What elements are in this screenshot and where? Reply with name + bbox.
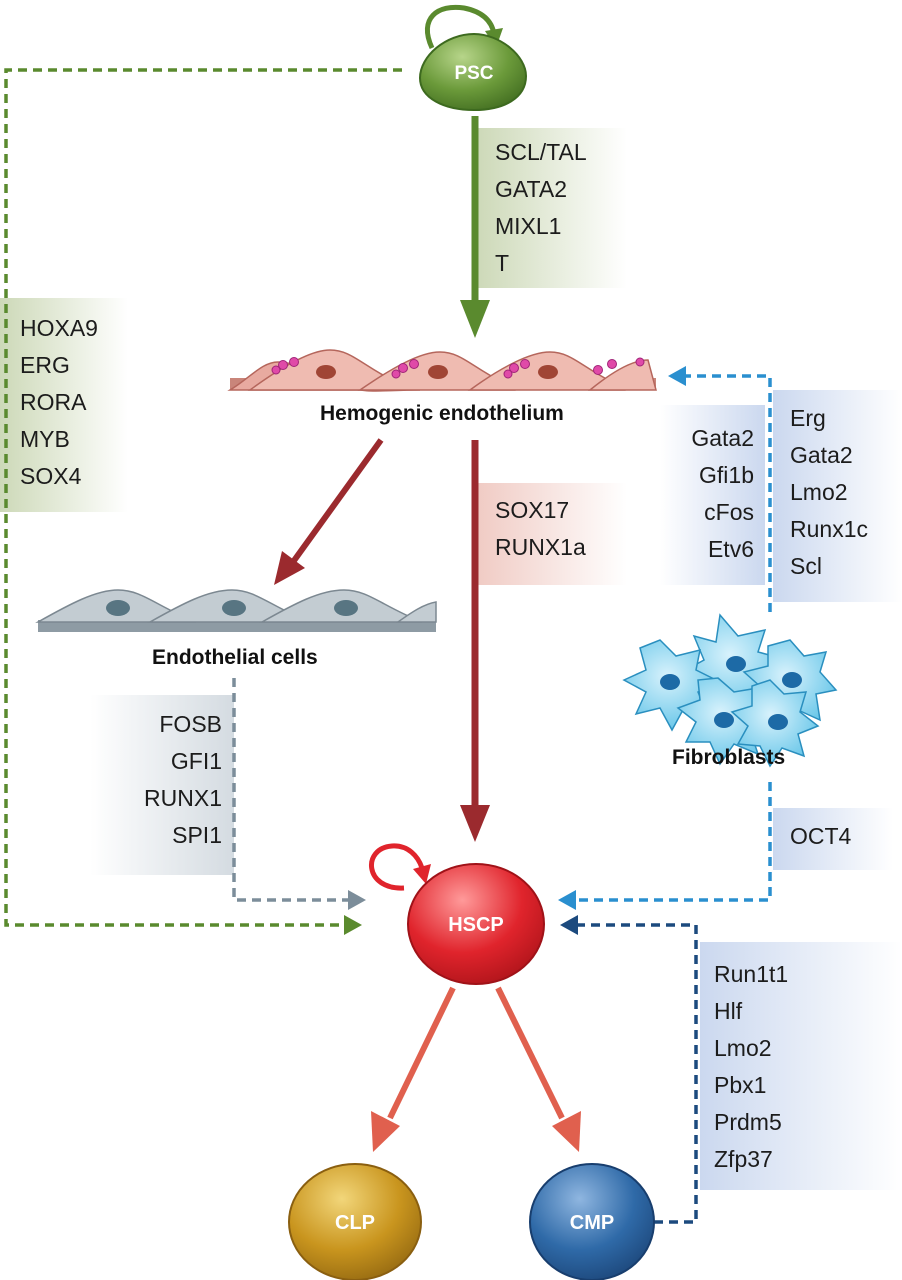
arrow-hscp-to-clp	[371, 986, 456, 1152]
hscp-label: HSCP	[448, 914, 504, 936]
hscp-cell: HSCP	[407, 863, 545, 985]
factor: Scl	[790, 553, 822, 579]
factors-fibroblast-to-hscp: OCT4	[790, 818, 851, 855]
factor-box-bg-green-left	[0, 298, 128, 512]
factors-psc-to-hemogenic: SCL/TAL GATA2 MIXL1 T	[495, 134, 587, 282]
hemogenic-endothelium-label: Hemogenic endothelium	[320, 402, 564, 425]
psc-label: PSC	[454, 63, 493, 84]
factor: Gata2	[691, 425, 754, 451]
factor: Gata2	[790, 442, 853, 468]
arrow-psc-to-hemogenic	[460, 116, 490, 338]
factor: GATA2	[495, 176, 567, 202]
factors-endothelial-to-hscp: FOSB GFI1 RUNX1 SPI1	[90, 706, 222, 854]
factor: SOX4	[20, 463, 82, 489]
factor: OCT4	[790, 823, 852, 849]
psc-cell: PSC	[418, 32, 528, 112]
fibroblasts-label: Fibroblasts	[672, 746, 786, 769]
endothelial-cells-label: Endothelial cells	[152, 646, 318, 669]
cmp-cell: CMP	[529, 1163, 655, 1280]
hscp-self-renewal-arrow	[369, 843, 431, 891]
factor-box-bg-green-top	[477, 128, 627, 288]
arrow-endothelial-to-hscp	[232, 678, 366, 910]
clp-label: CLP	[335, 1212, 375, 1234]
factor-box-bg-grey	[90, 695, 234, 875]
arrow-hemogenic-to-endothelial	[274, 438, 384, 585]
factor: SCL/TAL	[495, 139, 587, 165]
arrow-psc-to-hscp	[4, 68, 402, 935]
endothelial-cells-sheet	[35, 589, 437, 632]
clp-cell: CLP	[288, 1163, 422, 1280]
arrow-cmp-to-hscp	[560, 915, 698, 1224]
arrow-hscp-to-cmp	[495, 986, 581, 1152]
factor-box-bg-red	[477, 483, 627, 585]
factors-cmp-to-hscp: Run1t1 Hlf Lmo2 Pbx1 Prdm5 Zfp37	[714, 956, 788, 1178]
factors-fibroblast-to-hemogenic-a: Gata2 Gfi1b cFos Etv6	[660, 420, 754, 568]
factor: Lmo2	[790, 479, 848, 505]
factors-fibroblast-to-hemogenic-b: Erg Gata2 Lmo2 Runx1c Scl	[790, 400, 868, 585]
factor: Lmo2	[714, 1035, 772, 1061]
factor: Gfi1b	[699, 462, 754, 488]
factor: ERG	[20, 352, 70, 378]
arrow-fibroblasts-to-hemogenic	[668, 366, 772, 612]
factors-hemogenic-to-hscp: SOX17 RUNX1a	[495, 492, 586, 566]
factor: MYB	[20, 426, 70, 452]
arrow-hemogenic-to-hscp	[460, 440, 490, 842]
factor: RORA	[20, 389, 87, 415]
cmp-label: CMP	[570, 1212, 614, 1234]
factor: RUNX1a	[495, 534, 586, 560]
factor: Etv6	[707, 536, 754, 562]
factor: Runx1c	[790, 516, 868, 542]
arrow-fibroblasts-to-hscp	[558, 782, 772, 910]
factor: Run1t1	[714, 961, 789, 987]
factor: FOSB	[159, 711, 222, 737]
factor-box-bg-navy	[700, 942, 902, 1190]
factor: SPI1	[172, 822, 222, 848]
factor: cFos	[704, 499, 754, 525]
factor: GFI1	[170, 748, 222, 774]
factor-box-bg-blue-b	[773, 390, 902, 602]
hemogenic-endothelium-cells	[227, 349, 657, 392]
factor: Hlf	[714, 998, 743, 1024]
factor: Pbx1	[714, 1072, 767, 1098]
fibroblasts-cluster	[622, 613, 838, 768]
factor: SOX17	[495, 497, 570, 523]
factor: Zfp37	[714, 1146, 773, 1172]
factor: T	[495, 250, 510, 276]
factor: RUNX1	[144, 785, 222, 811]
factor: MIXL1	[495, 213, 562, 239]
factor: Prdm5	[714, 1109, 782, 1135]
factor: HOXA9	[20, 315, 98, 341]
factor-box-bg-blue-a	[660, 405, 765, 585]
factor: Erg	[790, 405, 826, 431]
factors-psc-to-hscp: HOXA9 ERG RORA MYB SOX4	[20, 310, 98, 495]
factor-box-bg-blue-oct4	[773, 808, 893, 870]
